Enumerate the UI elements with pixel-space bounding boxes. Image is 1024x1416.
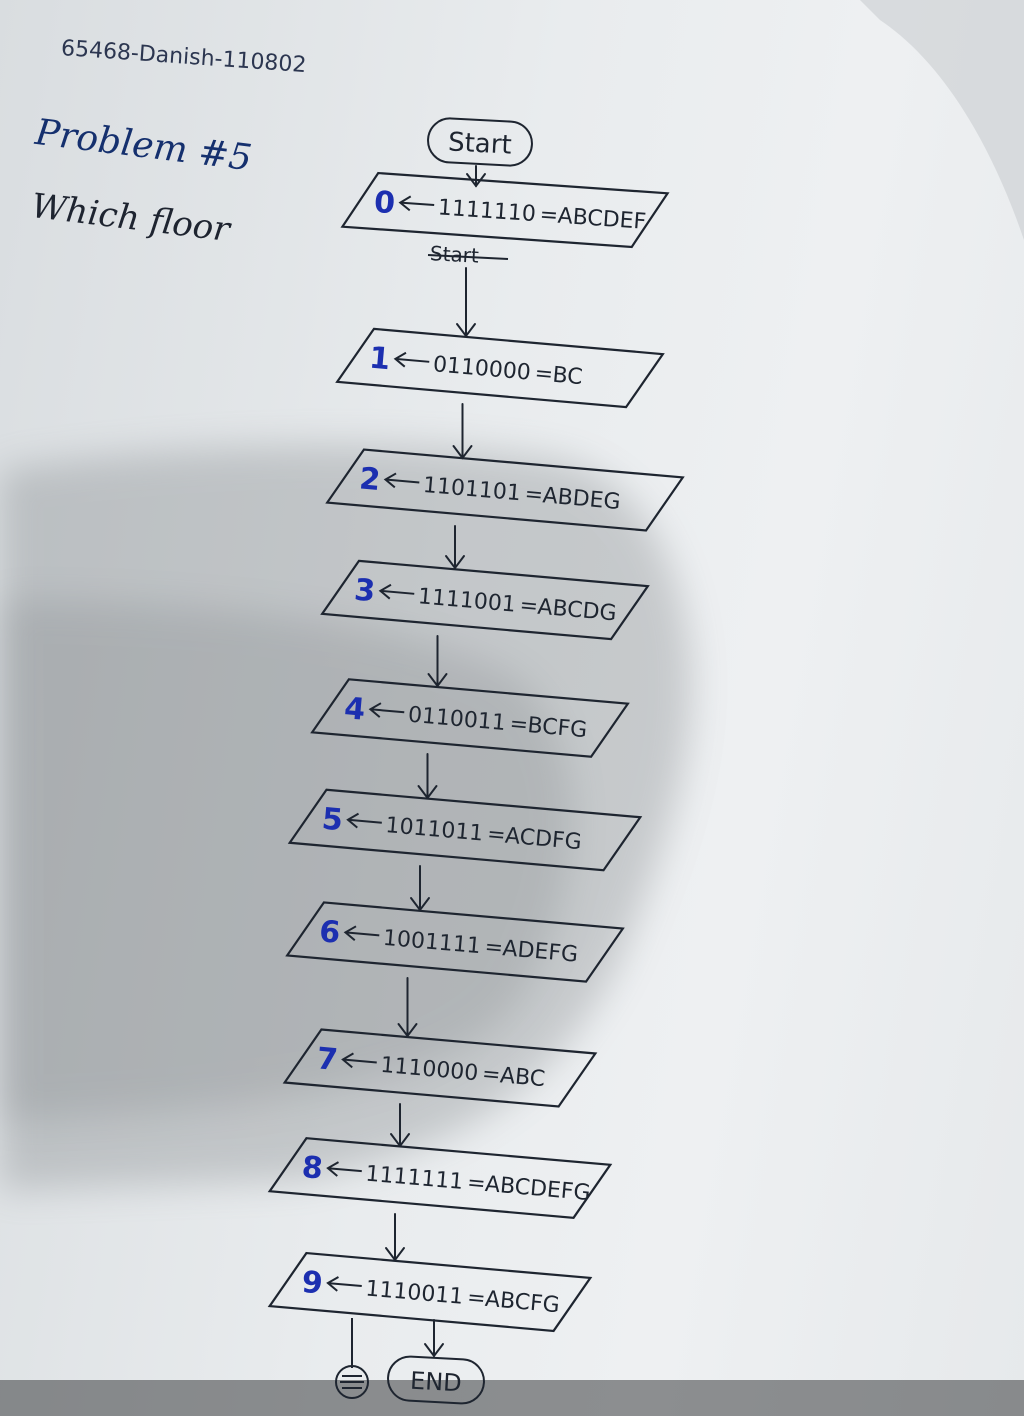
assign-arrow-head-7	[341, 1052, 354, 1069]
assign-arrow-1	[395, 357, 430, 363]
assign-arrow-head-5	[346, 812, 360, 829]
end-label: END	[409, 1367, 462, 1398]
assign-arrow-0	[400, 201, 435, 207]
step-code-6: 1001111	[382, 926, 482, 959]
assign-arrow-3	[380, 589, 415, 595]
step-digit-1: 1	[368, 341, 392, 378]
step-box-0	[340, 171, 670, 249]
assign-arrow-head-4	[368, 702, 382, 718]
step-digit-2: 2	[358, 461, 382, 498]
step-code-8: 1111111	[364, 1162, 464, 1195]
step-digit-0: 0	[373, 185, 396, 221]
step-segments-4: BCFG	[526, 713, 588, 743]
step-code-5: 1011011	[384, 813, 484, 846]
step-digit-9: 9	[300, 1265, 324, 1302]
arrow-start-head	[466, 173, 486, 188]
assign-arrow-head-2	[383, 472, 397, 489]
step-box-7	[282, 1028, 598, 1108]
step-digit-8: 8	[300, 1150, 324, 1187]
scribble-hatch-icon	[340, 1375, 364, 1389]
assign-arrow-head-9	[326, 1276, 339, 1292]
assign-arrow-head-8	[326, 1161, 340, 1177]
step-box-3	[320, 559, 650, 641]
step-box-9	[267, 1251, 593, 1333]
start-terminal	[427, 117, 533, 167]
strike-through-line	[427, 254, 509, 260]
step-equals-7: =	[481, 1062, 502, 1089]
step-box-2	[325, 448, 685, 532]
assign-arrow-head-0	[398, 195, 412, 212]
step-equals-3: =	[519, 593, 540, 620]
step-segments-8: ABCDEFG	[484, 1172, 591, 1206]
step-code-3: 1111001	[417, 584, 517, 617]
assign-arrow-head-1	[393, 351, 407, 368]
step-code-2: 1101101	[422, 473, 522, 506]
step-segments-1: BC	[551, 363, 583, 391]
step-equals-8: =	[466, 1170, 487, 1197]
step-box-4	[310, 678, 630, 758]
arrow-2-3-head	[445, 555, 465, 570]
assign-arrow-6	[345, 931, 380, 937]
step-digit-5: 5	[320, 802, 344, 839]
step-equals-5: =	[486, 822, 507, 849]
step-segments-0: ABCDEF	[557, 204, 647, 235]
step-box-6	[285, 901, 625, 983]
assign-arrow-head-3	[378, 583, 392, 600]
step-code-4: 0110011	[407, 703, 507, 736]
assign-arrow-2	[385, 478, 420, 484]
assign-arrow-8	[327, 1167, 362, 1173]
step-digit-7: 7	[315, 1041, 339, 1078]
step-box-5	[287, 788, 643, 872]
step-segments-6: ADEFG	[502, 936, 579, 967]
step-segments-7: ABC	[499, 1063, 546, 1092]
step-equals-4: =	[509, 712, 530, 739]
step-segments-9: ABCFG	[484, 1287, 561, 1318]
scribble-circle-icon	[335, 1365, 369, 1399]
step-equals-9: =	[466, 1285, 487, 1312]
start-label: Start	[447, 127, 512, 160]
step-code-1: 0110000	[432, 352, 532, 385]
step-code-9: 1110011	[364, 1276, 464, 1309]
end-terminal	[387, 1355, 485, 1405]
step-digit-4: 4	[343, 691, 367, 728]
assign-arrow-head-6	[343, 925, 357, 942]
step-box-8	[267, 1137, 613, 1219]
step-code-0: 1111110	[437, 195, 536, 227]
step-segments-5: ACDFG	[504, 824, 583, 856]
step-segments-2: ABDEG	[542, 483, 622, 515]
step-segments-3: ABCDG	[536, 595, 617, 627]
struck-start-label: Start	[429, 241, 479, 268]
step-equals-6: =	[484, 935, 505, 962]
assign-arrow-7	[342, 1058, 377, 1064]
step-box-1	[335, 327, 665, 409]
step-equals-2: =	[524, 482, 545, 509]
step-equals-1: =	[534, 361, 555, 388]
step-equals-0: =	[539, 202, 559, 228]
arrow-9-end-head	[424, 1343, 444, 1358]
assign-arrow-5	[347, 818, 382, 824]
assign-arrow-4	[370, 708, 405, 714]
step-digit-6: 6	[318, 914, 342, 951]
step-digit-3: 3	[353, 573, 377, 610]
step-code-7: 1110000	[379, 1053, 479, 1086]
assign-arrow-9	[327, 1282, 362, 1288]
